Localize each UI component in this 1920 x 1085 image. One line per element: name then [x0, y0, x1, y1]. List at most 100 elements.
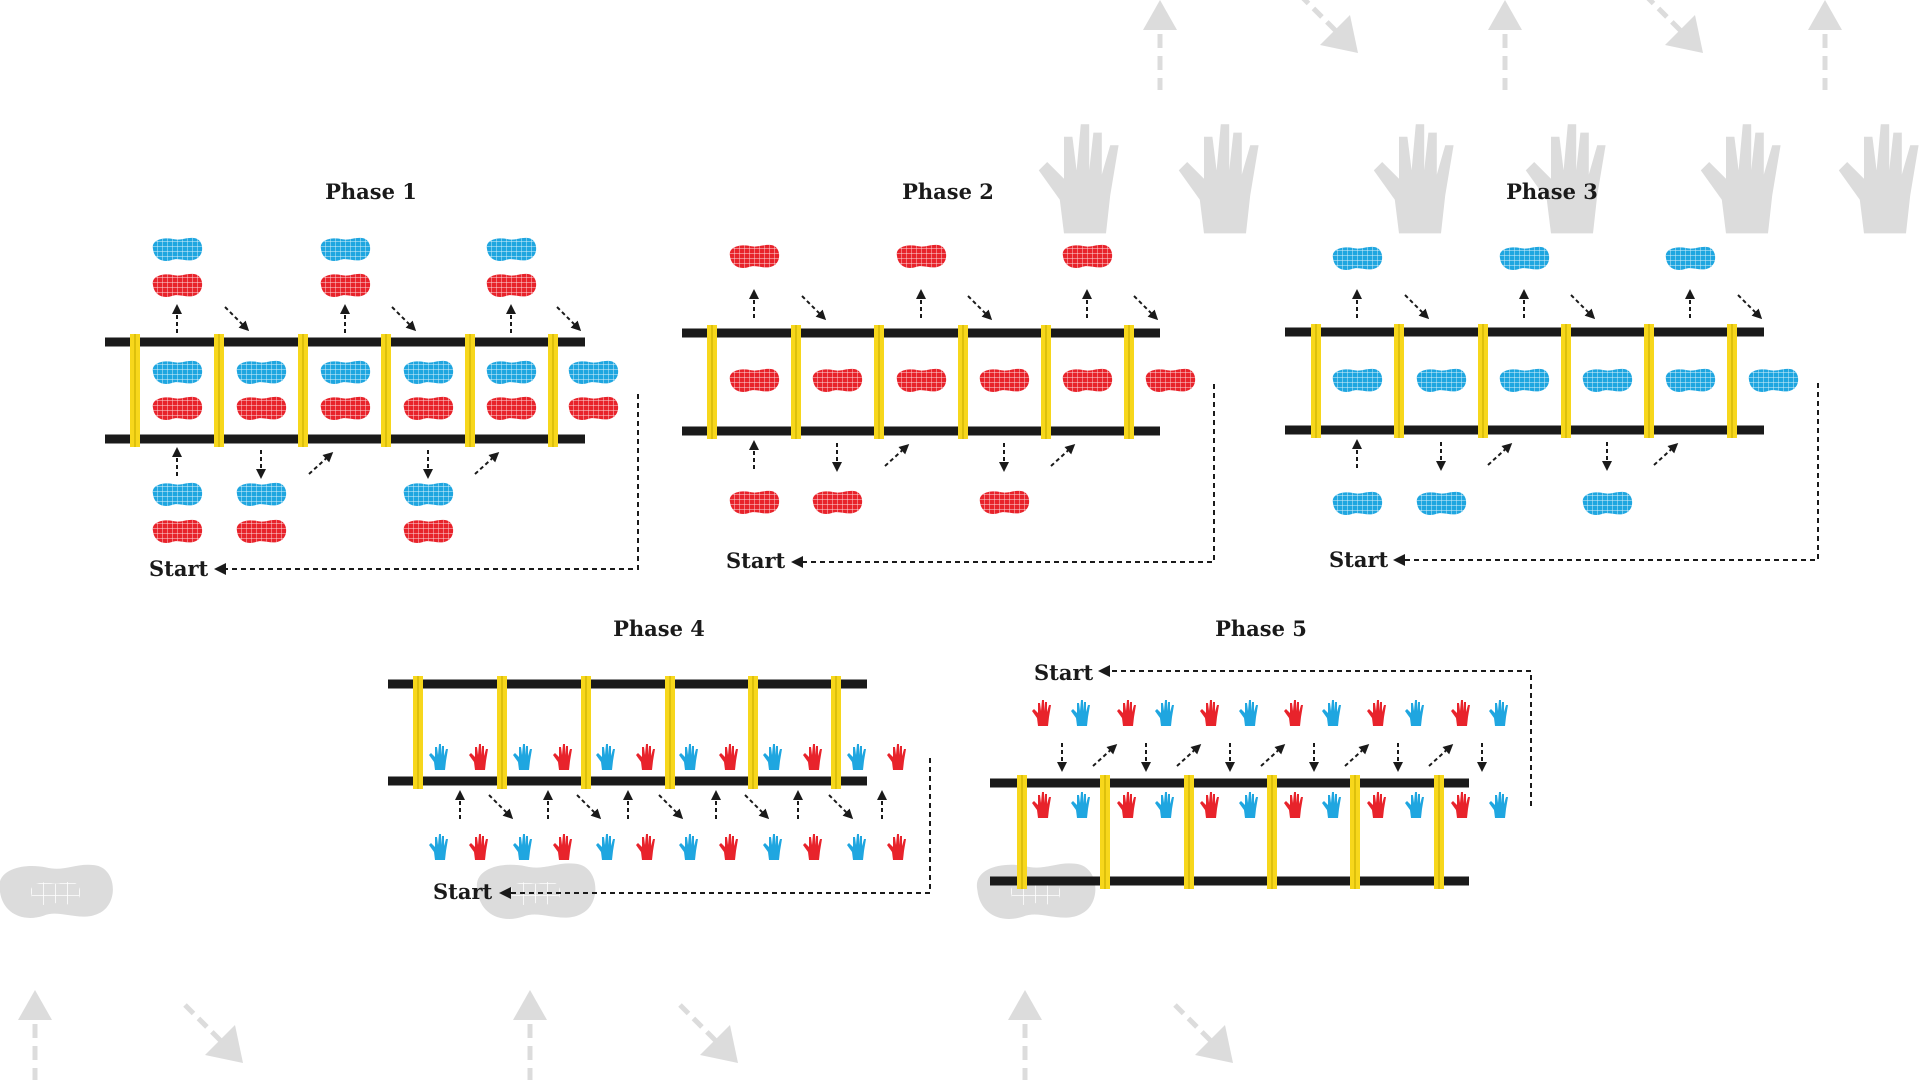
ladder-rung-highlight	[134, 334, 136, 447]
footprint-red	[152, 396, 203, 420]
ladder-rung-highlight	[469, 334, 471, 447]
hand-blue	[847, 744, 866, 770]
arrow-diagonal-icon	[1092, 743, 1118, 767]
phase-5-title: Phase 5	[1215, 616, 1307, 641]
watermark-arrow-up-icon	[1143, 0, 1177, 30]
ladder-rung-highlight	[1565, 324, 1567, 438]
hand-red	[1451, 792, 1470, 818]
arrow-diagonal-icon	[967, 295, 993, 321]
phase-5-return-arrow	[1098, 665, 1532, 806]
ladder-rung-highlight	[1648, 324, 1650, 438]
hand-red	[719, 834, 738, 860]
arrow-diagonal-icon	[1344, 743, 1370, 767]
footprint-blue	[1582, 368, 1633, 392]
watermark-footprint-icon	[476, 863, 596, 919]
watermark-arrow-diagonal-icon	[1320, 15, 1358, 53]
footprint-red	[568, 396, 619, 420]
ladder-rung-highlight	[1021, 775, 1023, 889]
footprint-blue	[1416, 368, 1467, 392]
hand-blue	[1071, 700, 1090, 726]
watermark-footprint-icon	[976, 863, 1096, 919]
footprint-red	[896, 244, 947, 268]
footprint-blue	[1416, 491, 1467, 515]
hand-blue	[763, 744, 782, 770]
footprint-blue	[320, 360, 371, 384]
watermark-arrow-diagonal-icon	[700, 1025, 738, 1063]
ladder-rung-highlight	[1438, 775, 1440, 889]
ladder-rung-highlight	[878, 325, 880, 439]
phase-2-return-arrow	[791, 384, 1215, 568]
footprint-blue	[486, 360, 537, 384]
hand-red	[719, 744, 738, 770]
watermark-hand-icon	[1373, 124, 1454, 234]
arrow-diagonal-icon	[1570, 294, 1596, 320]
footprint-red	[729, 490, 780, 514]
watermark-arrow-stem	[183, 1003, 223, 1043]
hand-blue	[1322, 792, 1341, 818]
watermark-arrow-stem	[678, 1003, 718, 1043]
arrow-diagonal-icon	[1737, 294, 1763, 320]
hand-blue	[513, 744, 532, 770]
arrow-diagonal-icon	[1050, 443, 1076, 467]
ladder-rung-highlight	[795, 325, 797, 439]
hand-red	[1284, 700, 1303, 726]
watermark-arrow-diagonal-icon	[205, 1025, 243, 1063]
watermark-arrow-up-icon	[1488, 0, 1522, 30]
ladder-rung-highlight	[302, 334, 304, 447]
hand-blue	[1405, 700, 1424, 726]
footprint-red	[320, 273, 371, 297]
phase-4-title: Phase 4	[613, 616, 705, 641]
hand-red	[469, 744, 488, 770]
ladder-rung-highlight	[752, 676, 754, 789]
arrow-diagonal-icon	[1404, 294, 1430, 320]
ladder-rung-highlight	[385, 334, 387, 447]
hand-red	[1367, 700, 1386, 726]
hand-red	[553, 744, 572, 770]
arrow-diagonal-icon	[1487, 442, 1513, 466]
footprint-blue	[1665, 246, 1716, 270]
footprint-blue	[568, 360, 619, 384]
hand-red	[553, 834, 572, 860]
hand-blue	[596, 834, 615, 860]
watermark-arrow-up-icon	[18, 990, 52, 1020]
arrow-diagonal-icon	[658, 794, 684, 820]
phase-2-start-label: Start	[726, 548, 786, 573]
watermark-arrow-diagonal-icon	[1665, 15, 1703, 53]
watermark-arrow-up-icon	[513, 990, 547, 1020]
hand-blue	[513, 834, 532, 860]
watermark-footprint-icon	[0, 864, 113, 918]
footprint-red	[1062, 244, 1113, 268]
watermark-hand-icon	[1178, 124, 1259, 234]
arrow-diagonal-icon	[474, 451, 500, 475]
hand-red	[1117, 792, 1136, 818]
arrow-diagonal-icon	[391, 306, 417, 332]
ladder-rung-highlight	[218, 334, 220, 447]
ladder-rung-highlight	[1731, 324, 1733, 438]
footprint-red	[1145, 368, 1196, 392]
ladder-rung-highlight	[501, 676, 503, 789]
hand-blue	[1155, 700, 1174, 726]
footprint-blue	[1332, 246, 1383, 270]
footprint-blue	[1582, 491, 1633, 515]
footprint-red	[403, 519, 454, 543]
ladder-rung-highlight	[1128, 325, 1130, 439]
hand-blue	[1155, 792, 1174, 818]
footprint-blue	[1665, 368, 1716, 392]
hand-red	[636, 744, 655, 770]
footprint-red	[320, 396, 371, 420]
ladder-rung-highlight	[669, 676, 671, 789]
footprint-blue	[1332, 368, 1383, 392]
hand-blue	[1071, 792, 1090, 818]
footprint-red	[152, 519, 203, 543]
footprint-red	[486, 273, 537, 297]
footprint-blue	[236, 360, 287, 384]
hand-blue	[847, 834, 866, 860]
arrow-diagonal-icon	[884, 443, 910, 467]
hand-blue	[429, 834, 448, 860]
hand-red	[1451, 700, 1470, 726]
phase-4-return-arrow	[499, 758, 931, 899]
ladder-rung-highlight	[1045, 325, 1047, 439]
hand-red	[1032, 700, 1051, 726]
hand-blue	[1322, 700, 1341, 726]
ladder-rung-highlight	[711, 325, 713, 439]
